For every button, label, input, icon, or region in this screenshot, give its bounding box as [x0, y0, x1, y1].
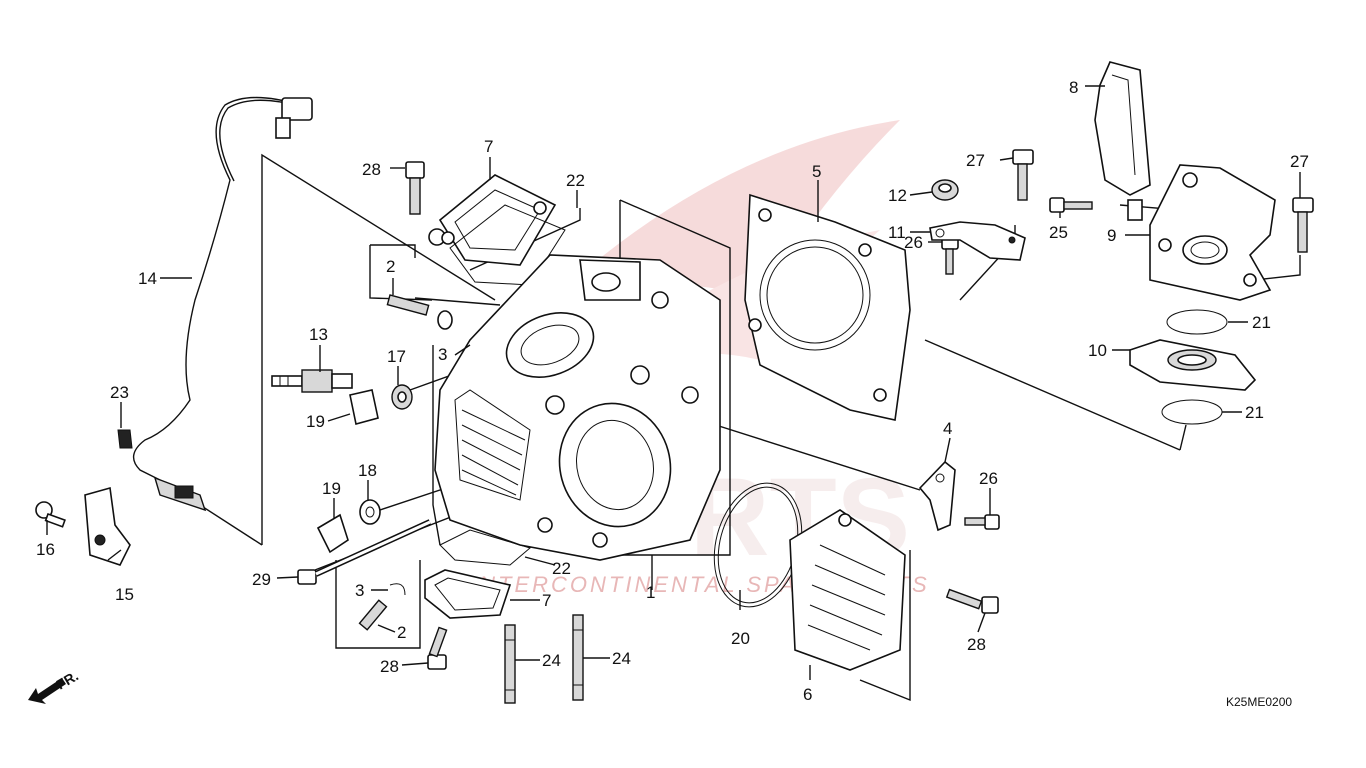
part-25-bolt	[1049, 197, 1093, 213]
callout-7-bottom: 7	[542, 591, 551, 610]
callout-4: 4	[943, 419, 952, 438]
part-3-clip-bottom	[389, 583, 406, 596]
part-6-side-cover	[789, 509, 906, 671]
callout-29: 29	[252, 570, 271, 589]
part-28-bolt-right	[945, 588, 999, 614]
callout-28-bottom-left: 28	[380, 657, 399, 676]
part-29-long-bolt	[297, 519, 432, 585]
callout-7-top: 7	[484, 137, 493, 156]
callout-19-upper: 19	[306, 412, 325, 431]
part-3-nut-top	[437, 310, 453, 330]
callout-27-right: 27	[1290, 152, 1309, 171]
part-23-clip	[117, 429, 133, 449]
callout-23: 23	[110, 383, 129, 402]
part-21-o-ring-upper	[1166, 309, 1228, 335]
part-27-bolt-right	[1292, 197, 1314, 253]
part-19-cap-b	[316, 513, 349, 554]
callout-28-right: 28	[967, 635, 986, 654]
part-9-intake-manifold	[1149, 164, 1276, 301]
callout-20: 20	[731, 629, 750, 648]
callout-27-left: 27	[966, 151, 985, 170]
part-10-insulator	[1129, 339, 1257, 391]
callout-8: 8	[1069, 78, 1078, 97]
callout-17: 17	[387, 347, 406, 366]
part-22-gasket-bottom	[439, 529, 532, 566]
callout-6: 6	[803, 685, 812, 704]
part-16-bolt	[35, 501, 66, 528]
part-2-stud-bottom	[358, 599, 388, 631]
callout-16: 16	[36, 540, 55, 559]
callout-1: 1	[646, 583, 655, 602]
callout-26-lower: 26	[979, 469, 998, 488]
callout-13: 13	[309, 325, 328, 344]
part-7-cap-top	[438, 174, 557, 266]
part-27-bolt-left	[1012, 149, 1034, 201]
callout-19-lower: 19	[322, 479, 341, 498]
callout-24-left: 24	[542, 651, 561, 670]
part-14-sensor-harness	[132, 96, 313, 512]
callout-18: 18	[358, 461, 377, 480]
callout-24-right: 24	[612, 649, 631, 668]
part-12-seal	[931, 179, 959, 201]
part-11-bracket	[929, 221, 1026, 261]
part-5-cylinder-head-gasket	[744, 193, 911, 421]
callout-11: 11	[888, 223, 906, 242]
part-19-cap-a	[349, 389, 379, 425]
callout-numbers: 28 7 22 2 3 13 17 19 18 19 14 23 16 15 2…	[36, 78, 1309, 704]
part-17-washer	[391, 384, 413, 410]
part-26-bolt-right	[964, 514, 1000, 530]
callout-26-upper: 26	[904, 233, 923, 252]
callout-3-bottom: 3	[355, 581, 364, 600]
part-26-bolt-upper	[941, 234, 959, 275]
part-2-stud-top	[386, 294, 430, 316]
part-8-shield	[1094, 61, 1151, 221]
part-1-cylinder-head	[434, 254, 721, 561]
leader-lines	[46, 85, 1301, 680]
callout-5: 5	[812, 162, 821, 181]
part-15-bracket	[84, 486, 131, 566]
callout-12: 12	[888, 186, 907, 205]
front-direction-marker: FR.	[28, 667, 81, 704]
callout-10: 10	[1088, 341, 1107, 360]
callout-14: 14	[138, 269, 157, 288]
part-7-cap-bottom	[424, 569, 512, 619]
part-18-washer	[359, 499, 381, 525]
callout-2-top: 2	[386, 257, 395, 276]
callout-3-top: 3	[438, 345, 447, 364]
part-4-plate	[918, 460, 956, 532]
callout-15: 15	[115, 585, 134, 604]
callout-28-top: 28	[362, 160, 381, 179]
callout-9: 9	[1107, 226, 1116, 245]
part-28-bolt-top	[405, 161, 446, 246]
part-24-stud-b	[572, 614, 584, 701]
part-13-spark-plug	[271, 369, 353, 393]
part-28-bolt-bottom-left	[427, 626, 448, 670]
callout-21-lower: 21	[1245, 403, 1264, 422]
callout-21-upper: 21	[1252, 313, 1271, 332]
callout-2-bottom: 2	[397, 623, 406, 642]
part-21-o-ring-lower	[1161, 399, 1223, 425]
callout-22-bottom: 22	[552, 559, 571, 578]
part-24-stud-a	[504, 624, 516, 704]
diagram-code: K25ME0200	[1226, 695, 1292, 709]
callout-25: 25	[1049, 223, 1068, 242]
callout-22-top: 22	[566, 171, 585, 190]
